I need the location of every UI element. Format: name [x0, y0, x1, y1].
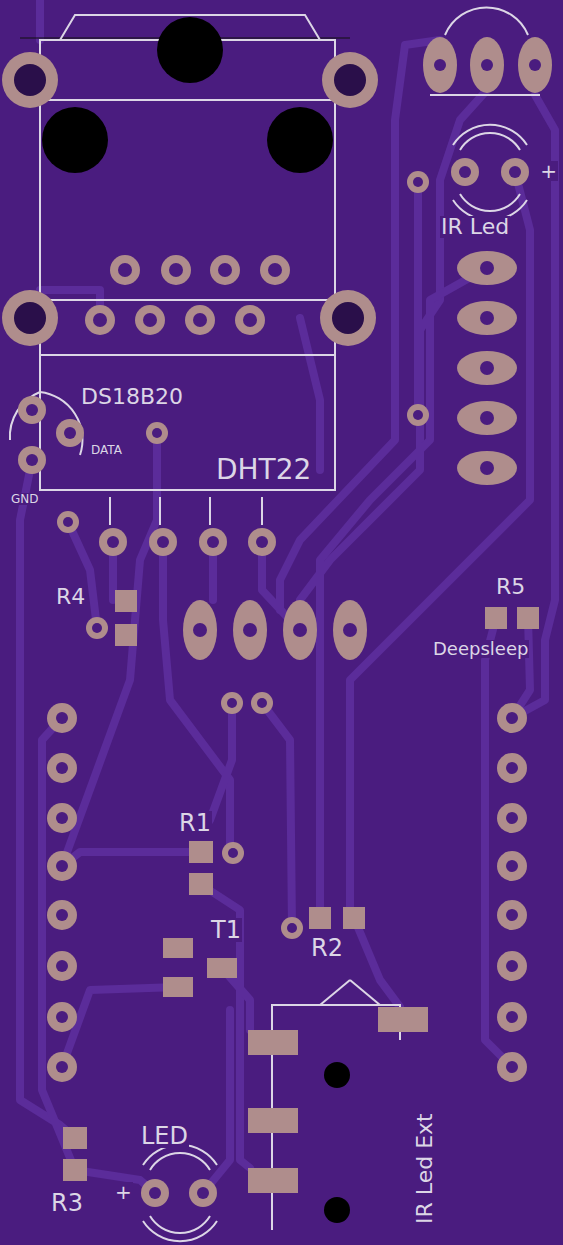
pad-hole [506, 909, 518, 921]
polarity-mark: + [539, 161, 558, 181]
header-pad [497, 703, 527, 733]
part-name: Deepsleep [432, 640, 529, 658]
pad-hole [506, 712, 518, 724]
pad-hole [56, 1061, 68, 1073]
pad-hole [506, 762, 518, 774]
pad-hole [506, 860, 518, 872]
part-name: R2 [310, 936, 344, 960]
header-pad [497, 951, 527, 981]
header-pad [47, 951, 77, 981]
header-pad [47, 1002, 77, 1032]
header-pad [497, 1002, 527, 1032]
pad-hole [506, 1011, 518, 1023]
part-name: DS18B20 [80, 386, 184, 408]
pad-hole [56, 712, 68, 724]
pad-hole [56, 1011, 68, 1023]
pad-hole [56, 762, 68, 774]
pad-hole [56, 960, 68, 972]
part-name: LED [140, 1124, 189, 1148]
part-name: T1 [210, 918, 242, 942]
header-pad [497, 753, 527, 783]
part-name: IR Led Ext [414, 1112, 436, 1225]
pad-hole [506, 812, 518, 824]
part-name: R5 [495, 576, 526, 598]
header-pad [47, 803, 77, 833]
pad-hole [506, 1061, 518, 1073]
pad-hole [56, 860, 68, 872]
pad-hole [506, 960, 518, 972]
header-pad [497, 1052, 527, 1082]
pin-name: DATA [90, 444, 123, 456]
pin-name: GND [10, 493, 40, 505]
part-name: IR Led [440, 216, 510, 238]
part-name: R1 [178, 811, 212, 835]
header-pad [497, 803, 527, 833]
header-pad [47, 703, 77, 733]
header-pad [47, 753, 77, 783]
header-pad [47, 1052, 77, 1082]
header-pad [497, 900, 527, 930]
part-name: R3 [50, 1191, 84, 1215]
pad-hole [56, 909, 68, 921]
header-pad [497, 851, 527, 881]
pad-hole [56, 812, 68, 824]
part-name: R4 [55, 586, 86, 608]
polarity-mark: + [114, 1182, 133, 1202]
header-pad [47, 851, 77, 881]
header-pad [47, 900, 77, 930]
part-name: DHT22 [215, 456, 312, 484]
